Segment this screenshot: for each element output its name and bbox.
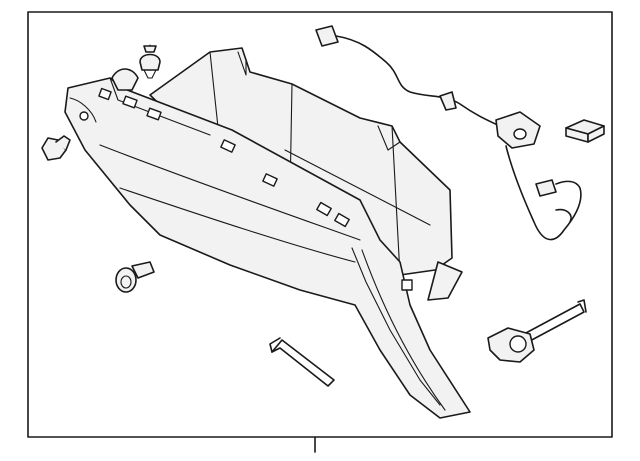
push-clip-top[interactable] <box>139 44 161 79</box>
bolt[interactable] <box>115 261 155 293</box>
glove-box-assembly[interactable] <box>64 47 471 419</box>
push-clip-left[interactable] <box>41 135 71 161</box>
rubber-bumper[interactable] <box>565 119 605 143</box>
damper-rod[interactable] <box>269 337 335 387</box>
diagram-frame <box>27 11 613 453</box>
lock-striker[interactable] <box>487 299 587 363</box>
wire-harness[interactable] <box>315 25 582 241</box>
